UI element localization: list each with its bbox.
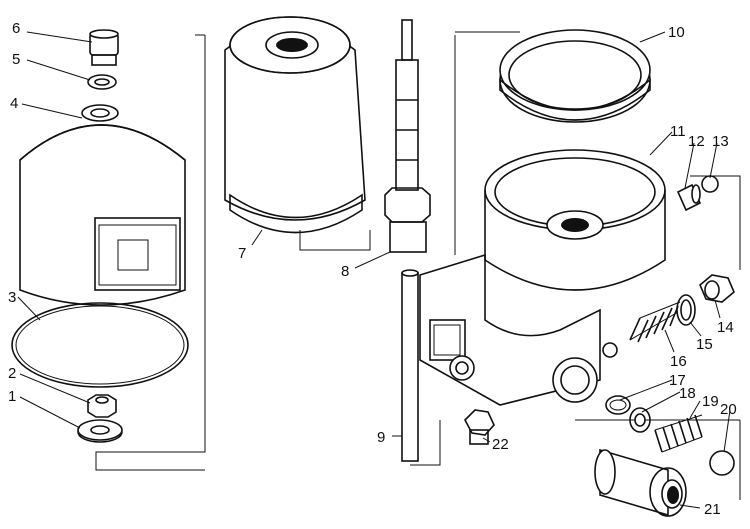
callout-10: 10 [668, 24, 685, 41]
part-15-washer [676, 294, 696, 326]
part-11-filter-body [419, 149, 666, 406]
callout-4: 4 [10, 95, 18, 112]
part-9-tube [401, 269, 419, 462]
part-22-bolt [464, 409, 495, 445]
callout-14: 14 [717, 319, 734, 336]
callout-13: 13 [712, 133, 729, 150]
part-4-filter-housing [19, 104, 186, 306]
part-17-snap-ring [605, 395, 631, 415]
callout-18: 18 [679, 385, 696, 402]
callout-17: 17 [669, 372, 686, 389]
part-20-ball [709, 450, 735, 476]
callout-5: 5 [12, 51, 20, 68]
callout-16: 16 [670, 353, 687, 370]
callout-9: 9 [377, 429, 385, 446]
part-1-washer [77, 419, 123, 443]
callout-22: 22 [492, 436, 509, 453]
callout-3: 3 [8, 289, 16, 306]
part-2-nut [87, 394, 117, 418]
callout-15: 15 [696, 336, 713, 353]
callout-8: 8 [341, 263, 349, 280]
callout-12: 12 [688, 133, 705, 150]
part-19-spring [654, 414, 703, 453]
part-10-ring [499, 29, 651, 123]
part-13-ball [701, 175, 719, 193]
part-3-gasket [11, 302, 189, 388]
callout-7: 7 [238, 245, 246, 262]
leader-lines [17, 31, 731, 509]
callout-21: 21 [704, 501, 721, 518]
part-5-washer [87, 74, 117, 90]
part-12-bushing [676, 183, 702, 212]
part-18-washer [629, 407, 651, 433]
callout-labels: 6 5 4 3 2 1 7 8 9 10 11 12 13 14 15 16 1… [8, 20, 737, 518]
callout-6: 6 [12, 20, 20, 37]
part-21-valve-body [594, 448, 687, 517]
callout-20: 20 [720, 401, 737, 418]
part-7-filter-element [224, 16, 366, 234]
part-16-spring [629, 301, 681, 343]
callout-19: 19 [702, 393, 719, 410]
part-14-plug [699, 274, 735, 303]
callout-1: 1 [8, 388, 16, 405]
callout-2: 2 [8, 365, 16, 382]
callout-11: 11 [670, 123, 686, 140]
part-8-shaft [384, 19, 431, 253]
part-6-plug [89, 29, 119, 66]
assembly-brackets [95, 31, 741, 500]
